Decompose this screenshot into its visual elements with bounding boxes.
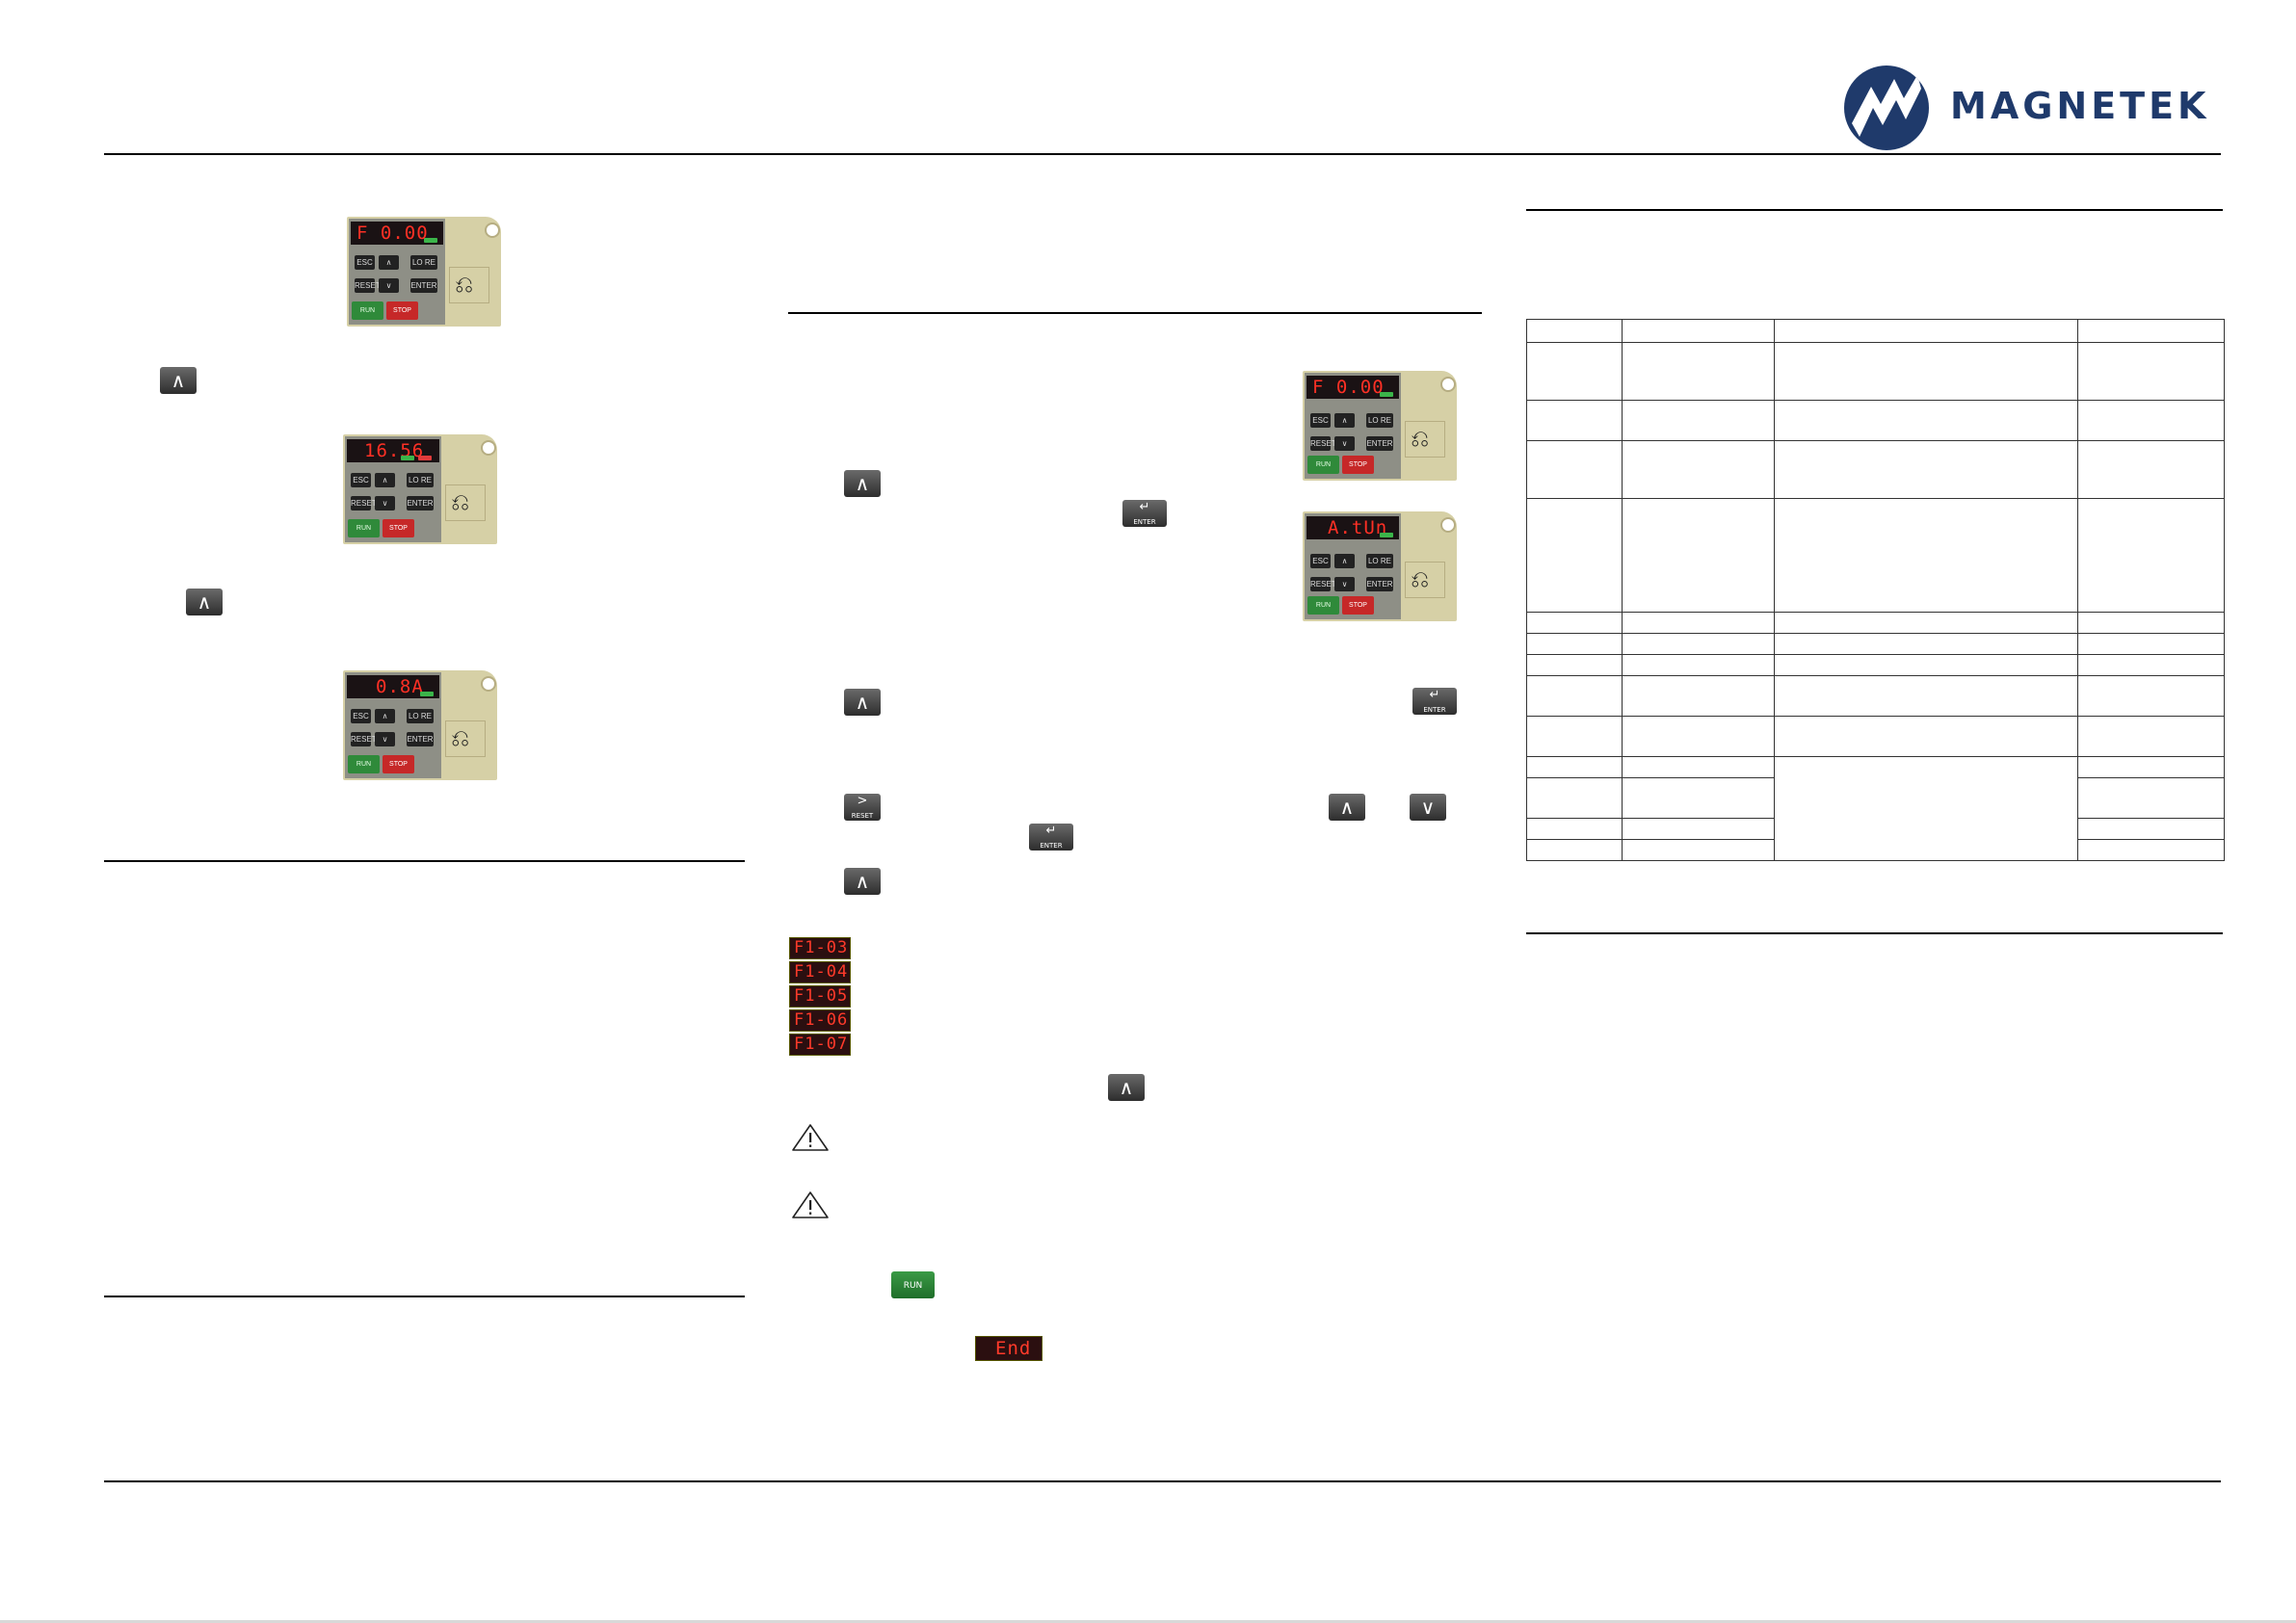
param-chip-f1-03: F1-03 [789, 937, 851, 959]
plug-icon: ⎌ [455, 272, 474, 298]
reset-key-icon: >RESET [844, 794, 881, 821]
keypad-image-4: F 0.00 ESC ∧ LO RE RESET ∨ ENTER RUN STO… [1303, 371, 1468, 481]
enter-key: ENTER [407, 732, 434, 746]
up-key: ∧ [1334, 554, 1355, 568]
down-key: ∨ [375, 732, 395, 746]
run-key: RUN [348, 755, 380, 773]
footer-rule [104, 1480, 2221, 1482]
brand-name: MAGNETEK [1950, 85, 2210, 127]
up-key-icon: ∧ [1329, 794, 1365, 821]
down-key-icon: ∨ [1410, 794, 1446, 821]
section-rule [104, 1296, 745, 1297]
run-key: RUN [1307, 596, 1339, 615]
section-rule [104, 860, 745, 862]
status-led [420, 692, 434, 696]
reset-key: RESET [1310, 577, 1336, 591]
end-chip: End [975, 1336, 1042, 1361]
header-rule [104, 153, 2221, 155]
up-key: ∧ [1334, 413, 1355, 428]
lo-re-key: LO RE [1366, 413, 1393, 428]
stop-key: STOP [386, 301, 418, 320]
keypad-display-text: F 0.00 [356, 223, 429, 244]
esc-key: ESC [355, 255, 375, 270]
up-key-icon: ∧ [1108, 1074, 1145, 1101]
enter-key-icon: ↵ENTER [1122, 500, 1167, 527]
param-chip-f1-05: F1-05 [789, 985, 851, 1008]
param-chip-f1-07: F1-07 [789, 1034, 851, 1056]
enter-key: ENTER [407, 496, 434, 510]
down-key: ∨ [379, 278, 399, 293]
status-led [424, 238, 437, 243]
keypad-image-1: F 0.00 ESC ∧ LO RE RESET ∨ ENTER RUN STO… [347, 217, 513, 327]
enter-key-icon: ↵ENTER [1029, 824, 1073, 851]
param-chip-f1-06: F1-06 [789, 1009, 851, 1032]
keypad-image-2: 16.56 ESC ∧ LO RE RESET ∨ ENTER RUN STOP… [343, 434, 509, 544]
magnetek-logo-icon [1844, 65, 1929, 150]
up-key-icon: ∧ [186, 589, 223, 615]
up-key-icon: ∧ [844, 470, 881, 497]
keypad-display-text: 0.8A [376, 676, 424, 697]
enter-key: ENTER [410, 278, 437, 293]
keypad-image-5: A.tUn ESC ∧ LO RE RESET ∨ ENTER RUN STOP… [1303, 511, 1468, 621]
up-key-icon: ∧ [160, 367, 197, 394]
down-key: ∨ [1334, 436, 1355, 451]
run-key-icon: RUN [891, 1271, 935, 1298]
status-led [418, 456, 432, 460]
page-bottom-edge [0, 1620, 2296, 1623]
esc-key: ESC [1310, 413, 1331, 428]
down-key: ∨ [375, 496, 395, 510]
run-key: RUN [348, 519, 380, 537]
keypad-image-3: 0.8A ESC ∧ LO RE RESET ∨ ENTER RUN STOP … [343, 670, 509, 780]
reset-key: RESET [351, 496, 377, 510]
param-chip-f1-04: F1-04 [789, 961, 851, 983]
stop-key: STOP [383, 519, 414, 537]
keypad-display-text: 16.56 [364, 440, 425, 461]
status-led [401, 456, 414, 460]
plug-icon: ⎌ [1411, 566, 1430, 592]
enter-key: ENTER [1366, 436, 1393, 451]
down-key: ∨ [1334, 577, 1355, 591]
reset-key: RESET [355, 278, 381, 293]
parameter-table [1526, 319, 2225, 861]
section-rule [1526, 932, 2223, 934]
enter-key-icon: ↵ENTER [1412, 688, 1457, 715]
esc-key: ESC [351, 709, 371, 723]
warning-icon [792, 1124, 829, 1151]
up-key: ∧ [375, 473, 395, 487]
esc-key: ESC [1310, 554, 1331, 568]
status-led [1380, 533, 1393, 537]
status-led [1380, 392, 1393, 397]
enter-key: ENTER [1366, 577, 1393, 591]
lo-re-key: LO RE [407, 709, 434, 723]
stop-key: STOP [1342, 456, 1374, 474]
up-key: ∧ [375, 709, 395, 723]
plug-icon: ⎌ [451, 489, 470, 515]
section-rule [1526, 209, 2223, 211]
reset-key: RESET [1310, 436, 1336, 451]
reset-key: RESET [351, 732, 377, 746]
stop-key: STOP [383, 755, 414, 773]
keypad-display-text: F 0.00 [1312, 377, 1385, 398]
esc-key: ESC [351, 473, 371, 487]
lo-re-key: LO RE [410, 255, 437, 270]
section-rule [788, 312, 1482, 314]
lo-re-key: LO RE [1366, 554, 1393, 568]
stop-key: STOP [1342, 596, 1374, 615]
warning-icon [792, 1191, 829, 1218]
up-key-icon: ∧ [844, 689, 881, 716]
run-key: RUN [352, 301, 383, 320]
keypad-display-text: A.tUn [1328, 517, 1388, 538]
plug-icon: ⎌ [451, 725, 470, 751]
up-key: ∧ [379, 255, 399, 270]
plug-icon: ⎌ [1411, 426, 1430, 452]
run-key: RUN [1307, 456, 1339, 474]
lo-re-key: LO RE [407, 473, 434, 487]
up-key-icon: ∧ [844, 868, 881, 895]
